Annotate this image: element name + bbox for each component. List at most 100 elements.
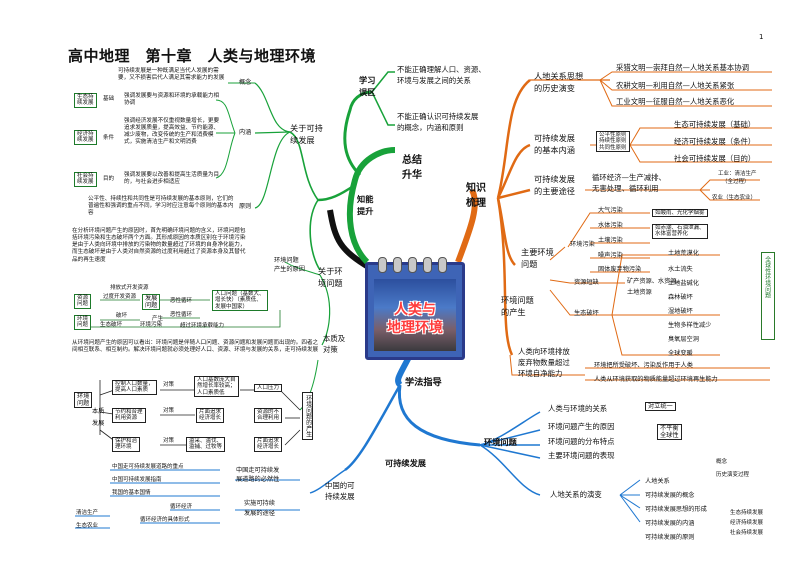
diag-pop-1: 人口问题（基数大、 xyxy=(215,291,265,297)
relation-label-1: 人类向环境排放 xyxy=(518,347,570,356)
diag-env-pollution: 环境污染 xyxy=(140,322,163,328)
diag-env-box: 环境 问题 xyxy=(74,315,92,330)
shortage-label: 资源短缺 xyxy=(574,279,599,286)
evolution-item-1: 人地关系 xyxy=(645,478,670,485)
diag-problem-1: 问题 xyxy=(77,301,89,308)
sustain-item-3: 社会可持续发展（目的） xyxy=(674,154,756,163)
about-env-2: 境问题 xyxy=(318,278,343,288)
branch-mistakes-1: 学习 xyxy=(359,75,376,85)
measure-2-line-2: 然增长率较高； xyxy=(197,383,236,390)
eco-item-7: 臭氧层空洞 xyxy=(668,336,699,343)
diag-pop-2: 增长快）（素质低、 xyxy=(215,297,262,304)
pollution-noise: 噪声污染 xyxy=(598,252,623,259)
soc-goal-1: 社会持 xyxy=(77,173,94,179)
measure-7-line-1: 滥采、滥伐、 xyxy=(189,438,223,444)
econ-goal-1: 经济持 xyxy=(77,131,94,137)
measure-7-line-2: 滥捕、过牧等 xyxy=(189,444,223,451)
sd-china-2: 持续发展 xyxy=(325,492,355,501)
nature-label-2: 对策 xyxy=(323,345,338,354)
cause-label-2: 的产生 xyxy=(501,307,526,317)
landscape-image xyxy=(374,279,456,351)
cause-label-a: 环境问题 xyxy=(274,257,299,264)
knowledge-path-2: 的主要途径 xyxy=(534,186,575,196)
evolution-sub2-2: 经济持续发展 xyxy=(730,520,764,526)
eco-goal-box: 生态持 续发展 xyxy=(74,93,97,108)
eco-text: 强调发展要与资源和环境的承载能力相协调 xyxy=(124,93,220,107)
evolution-sub1-1: 概念 xyxy=(716,459,728,465)
spread-2: 全球性 xyxy=(660,432,679,440)
pollution-water: 水体污染 xyxy=(598,222,623,229)
history-item-1: 采猎文明—崇拜自然—人地关系基本协调 xyxy=(616,63,750,72)
method-env-label: 环境问题 xyxy=(484,437,517,447)
diag-cause-src: 排放式开发资源 xyxy=(110,285,149,291)
evolution-item-2: 可持续发展的概念 xyxy=(645,492,695,499)
soc-text: 强调发展要以改善和提高生活质量为目的，与社会进步相适应 xyxy=(124,172,220,186)
evolution-item-5: 可持续发展的原则 xyxy=(645,534,695,541)
mistake-2-line-1: 不能正确认识可持续发展 xyxy=(397,112,479,121)
sd-way-item-1: 循环经济 xyxy=(170,504,193,510)
measure-2-line-3: 人口素质低 xyxy=(197,389,225,396)
about-sd-1: 关于可持 xyxy=(290,123,323,133)
eco-goal-2: 续发展 xyxy=(77,100,94,107)
measure-8-line-2: 经济增长 xyxy=(257,444,280,451)
measure-5-line-1: 资源的不 xyxy=(257,409,280,415)
binder-ring-icon xyxy=(408,257,417,273)
path-main-2: 无害处理、循环利用 xyxy=(592,184,659,193)
unity-box: 对立统一 xyxy=(645,402,676,412)
evolution-sub1-2: 历史演变过程 xyxy=(716,472,750,478)
nature-text: 从环境问题产生的原因可以看出：环境问题是伴随人口问题、资源问题和发展问题而出现的… xyxy=(72,340,319,354)
env-probs-1: 环境 xyxy=(77,393,90,400)
mistake-1-line-1: 不能正确理解人口、资源、 xyxy=(397,65,486,74)
evolution-sub2-3: 社会持续发展 xyxy=(730,530,764,536)
sd-way-item-2: 循环经济的具体形式 xyxy=(140,517,190,523)
eco-goal-tag: 基础 xyxy=(103,96,115,102)
measure-6-line-1: 保护和治 xyxy=(115,438,138,444)
history-item-3: 工业文明—征服自然—人地关系恶化 xyxy=(616,97,735,106)
pollution-label: 环境污染 xyxy=(570,241,595,248)
measure-8: 片面追求 经济增长 xyxy=(254,437,283,452)
econ-goal-box: 经济持 续发展 xyxy=(74,130,97,145)
principle-text: 公平性、持续性和共同性是可持续发展的基本原则，它们的普遍性和强调的重点不同，学习… xyxy=(88,196,234,217)
binder-ring-icon xyxy=(393,257,402,273)
mistake-2-line-2: 的概念，内涵和原则 xyxy=(397,123,464,132)
measure-3-line-1: 节约和合理 xyxy=(115,409,143,415)
eco-item-4: 森林破坏 xyxy=(668,294,693,301)
measure-3-line-2: 利用资源 xyxy=(115,415,138,422)
page-title: 高中地理 第十章 人类与地理环境 xyxy=(68,47,317,65)
relation-item-2: 人类从环境获取的物质能量超过环境再生能力 xyxy=(594,376,718,383)
soc-goal-2: 续发展 xyxy=(77,179,94,186)
sd-need-item-1: 中国走可持续发展道路的重点 xyxy=(112,464,184,470)
relation-label-2: 废弃物数量超过 xyxy=(518,358,570,367)
sd-clean: 清洁生产 xyxy=(76,510,99,516)
path-main-1: 循环经济—生产减排、 xyxy=(592,173,666,182)
binder-ring-icon xyxy=(438,257,447,273)
measures-side-label: 环境问题的产生 xyxy=(302,392,313,440)
about-sd-2: 续发展 xyxy=(290,135,315,145)
measure-2b: 人口压力 xyxy=(254,384,283,393)
measure-2-line-1: 人口基数庞大自 xyxy=(197,377,236,383)
water-detail-1: 如赤潮、石油泄漏、 xyxy=(655,225,705,231)
principle-3: 共同性原则 xyxy=(599,144,627,151)
principle-2: 持续性原则 xyxy=(599,138,627,145)
diag-vicious-2: 恶性循环 xyxy=(170,312,193,318)
eco-goal-1: 生态持 xyxy=(77,94,94,100)
knowledge-history-1: 人地关系思想 xyxy=(534,71,584,81)
soc-goal-box: 社会持 续发展 xyxy=(74,172,97,187)
pollution-air: 大气污染 xyxy=(598,207,623,214)
method-env-item-2: 环境问题产生的原因 xyxy=(548,422,615,431)
ability-principle: 原则 xyxy=(239,203,252,210)
path-industry-2: （全过程） xyxy=(722,179,750,185)
eco-item-5: 湿地破坏 xyxy=(668,308,693,315)
sd-way-2: 发展的途径 xyxy=(244,510,275,517)
spread-box: 不平衡 全球性 xyxy=(657,424,682,441)
countermeasure-2: 对策 xyxy=(163,408,175,414)
measure-6: 保护和治 理环境 xyxy=(112,437,141,452)
evolution-sub2-1: 生态持续发展 xyxy=(730,510,764,516)
diag-develop-box: 发展 问题 xyxy=(142,294,161,311)
center-label-line-1: 人类与 xyxy=(394,302,436,318)
method-env-item-1: 人类与环境的关系 xyxy=(548,404,608,413)
sustain-item-2: 经济可持续发展（条件） xyxy=(674,137,756,146)
measure-7: 滥采、滥伐、 滥捕、过牧等 xyxy=(186,437,226,452)
cause-text: 在分析环境问题产生的原因时，首先明确环境问题的含义，环境问题包括环境污染和生态破… xyxy=(72,228,246,263)
sd-need-1: 中国走可持续发 xyxy=(236,467,280,474)
